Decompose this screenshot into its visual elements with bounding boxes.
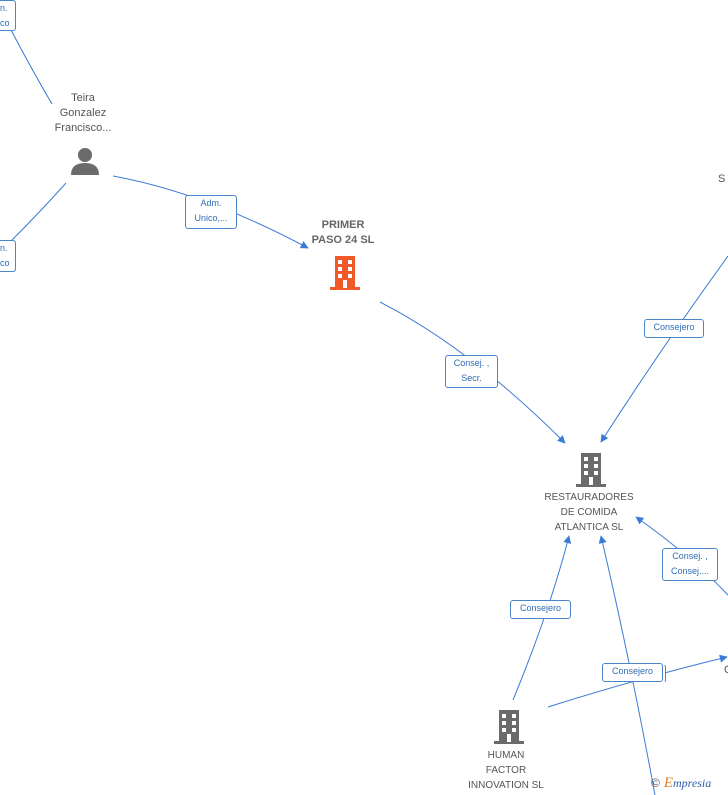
- brand-name: mpresia: [673, 776, 712, 790]
- node-label-line: INNOVATION SL: [468, 780, 544, 791]
- node-label-line: Teira: [71, 92, 95, 104]
- edge-label-mid-left[interactable]: n. co: [0, 240, 16, 272]
- node-label-restauradores[interactable]: RESTAURADORES DE COMIDA ATLANTICA SL: [533, 490, 645, 535]
- edge-label-line: co: [0, 18, 10, 28]
- node-label-line: PRIMER: [321, 219, 365, 231]
- edge-label-consej-secr[interactable]: Consej. , Secr.: [445, 355, 498, 388]
- building-icon[interactable]: [493, 708, 525, 744]
- node-label-line: PASO 24 SL: [311, 234, 375, 246]
- edge-bottom-to-restauradores: [598, 535, 656, 795]
- node-label-line: DE COMIDA: [560, 507, 618, 518]
- edge-upper-right-to-restauradores: [600, 255, 728, 443]
- edge-label-line: Consej. ,: [453, 358, 490, 368]
- empresia-watermark: ©Empresia: [651, 775, 711, 792]
- edge-teira-to-left: [11, 182, 67, 241]
- edge-label-line: Consej....: [670, 566, 710, 576]
- edge-label-line: Consejero: [611, 666, 654, 676]
- edge-label-line: co: [0, 258, 10, 268]
- person-icon[interactable]: [69, 146, 101, 176]
- edge-label-consejero-upper[interactable]: Consejero: [644, 319, 704, 338]
- edge-top-left-to-teira: [9, 27, 53, 105]
- node-label-line: C: [724, 664, 728, 676]
- brand-initial: E: [663, 775, 674, 791]
- node-label-partial-right[interactable]: S: [718, 172, 728, 187]
- edge-label-adm-unico[interactable]: Adm. Unico,...: [185, 195, 237, 229]
- edge-label-line: Unico,...: [194, 213, 228, 223]
- edge-label-consejero-bottom[interactable]: Consejero: [602, 663, 663, 682]
- node-label-line: ATLANTICA SL: [554, 522, 624, 533]
- edge-label-line: Adm.: [200, 198, 222, 208]
- edge-label-consejero-human[interactable]: Consejero: [510, 600, 571, 619]
- copyright-symbol: ©: [651, 776, 660, 790]
- building-icon[interactable]: [575, 451, 607, 487]
- edge-label-consej-consej[interactable]: Consej. , Consej....: [662, 548, 718, 581]
- edge-label-line: Consejero: [519, 603, 562, 613]
- edge-label-line: Consejero: [653, 322, 695, 332]
- node-label-human-factor[interactable]: HUMAN FACTOR INNOVATION SL: [453, 748, 559, 793]
- node-label-line: Gonzalez: [59, 107, 107, 119]
- edge-label-line: n.: [0, 243, 8, 253]
- node-label-line: Francisco...: [54, 122, 112, 134]
- node-label-line: HUMAN: [487, 750, 525, 761]
- edge-label-line: Secr.: [461, 373, 482, 383]
- edge-label-top-left[interactable]: n. co: [0, 0, 16, 31]
- node-label-line: S: [718, 173, 726, 185]
- building-icon[interactable]: [329, 254, 361, 290]
- node-label-partial-right-2[interactable]: C: [724, 663, 728, 678]
- edge-label-line: n.: [0, 3, 8, 13]
- node-label-teira[interactable]: Teira Gonzalez Francisco...: [38, 91, 128, 136]
- node-label-primer-paso[interactable]: PRIMER PASO 24 SL: [293, 218, 393, 248]
- edge-label-line: Consej. ,: [672, 551, 708, 561]
- node-label-line: RESTAURADORES: [544, 492, 634, 503]
- node-label-line: FACTOR: [485, 765, 527, 776]
